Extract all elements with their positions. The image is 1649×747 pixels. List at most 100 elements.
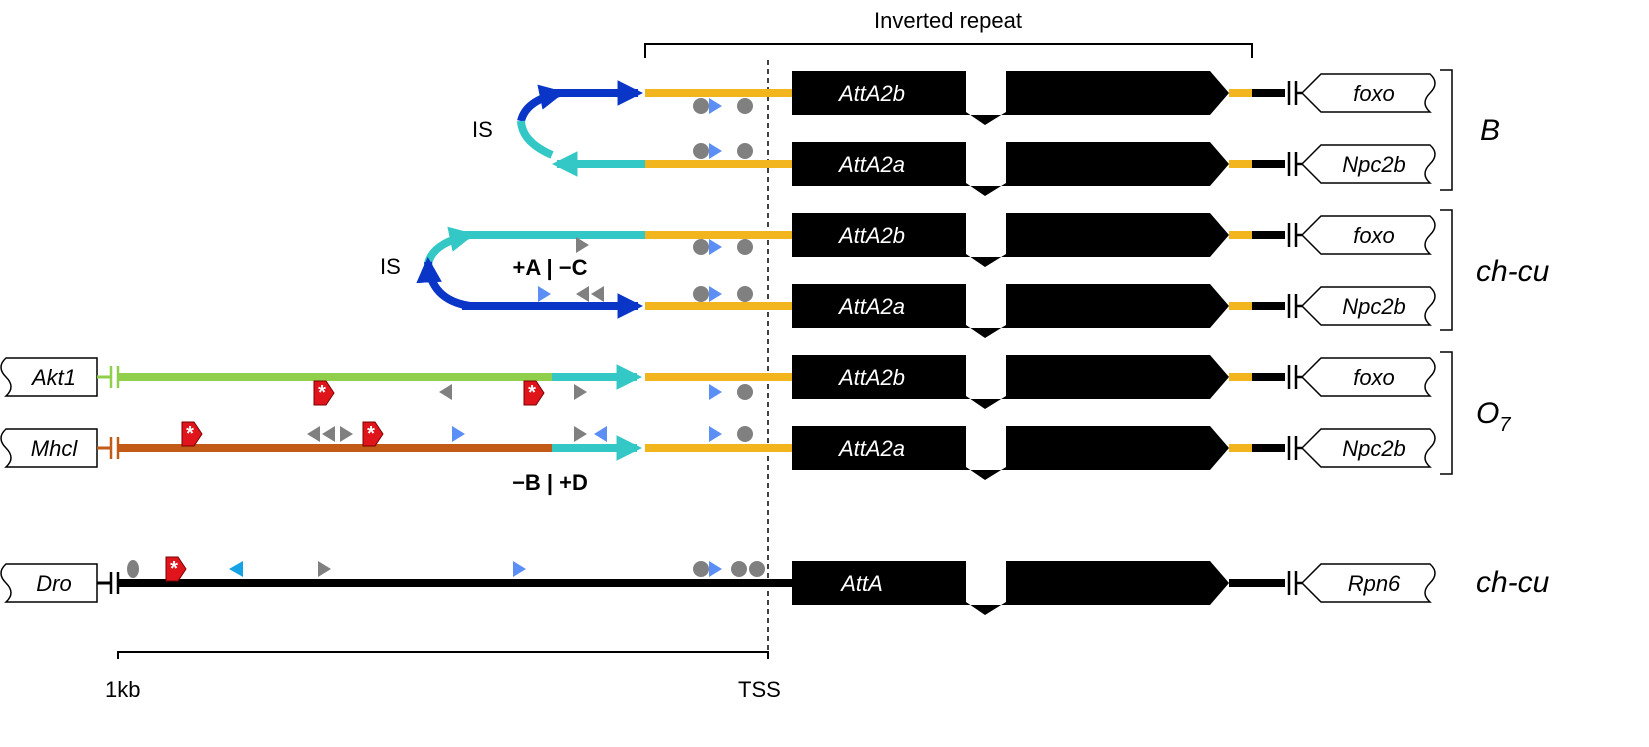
row3-gene-label: AttA2b xyxy=(837,223,905,248)
row5-star-tag-2 xyxy=(523,380,545,406)
row1-flank-label: foxo xyxy=(1353,81,1395,106)
row3-motif-grey-triangle xyxy=(576,237,589,253)
row5-motif-grey-right xyxy=(574,384,587,400)
row1-motif-blue xyxy=(709,98,722,114)
inverted-repeat-bracket xyxy=(644,43,1253,58)
row4-motif-blue-triangle xyxy=(538,286,551,302)
inverted-repeat-label: Inverted repeat xyxy=(874,8,1022,33)
row-7: Dro AttA Rpn6 xyxy=(0,556,1436,615)
group-o7-base: O xyxy=(1476,397,1499,430)
row5-flank-box xyxy=(1300,357,1436,397)
group-o7-label: O7 xyxy=(1476,397,1511,436)
row7-left-flank-label: Dro xyxy=(36,571,71,596)
row-3: AttA2b foxo xyxy=(464,213,1436,267)
row1-motif-grey-2 xyxy=(737,98,753,114)
tss-label: TSS xyxy=(738,677,781,702)
row2-flank-box xyxy=(1300,144,1436,184)
row-5: Akt1 AttA2b foxo xyxy=(0,355,1436,409)
row6-motif-grey-right-2 xyxy=(574,426,587,442)
row5-left-flank-box xyxy=(0,357,98,397)
tag-b-label: −B | +D xyxy=(512,470,588,495)
row4-motif-grey-left xyxy=(576,286,589,302)
row2-motif-grey xyxy=(693,143,709,159)
row7-motif-grey-oval xyxy=(127,560,139,578)
row4-motif-grey-2 xyxy=(737,286,753,302)
row-2: AttA2a Npc2b xyxy=(551,142,1436,196)
row2-motif-blue xyxy=(709,143,722,159)
row5-left-flank-label: Akt1 xyxy=(30,365,76,390)
row6-motif-grey-left-2 xyxy=(322,426,335,442)
group-chcu-bottom-label: ch-cu xyxy=(1476,566,1550,599)
group-o7-bracket xyxy=(1440,351,1453,475)
row-4: AttA2a Npc2b xyxy=(462,284,1436,338)
row5-gene-label: AttA2b xyxy=(837,365,905,390)
row4-flank-box xyxy=(1300,286,1436,326)
row6-star-tag-2 xyxy=(362,421,384,447)
group-b-label: B xyxy=(1480,114,1500,147)
row3-flank-label: foxo xyxy=(1353,223,1395,248)
is-top-dark-arc xyxy=(517,84,566,123)
row5-motif-grey xyxy=(737,384,753,400)
row7-flank-box xyxy=(1300,563,1436,603)
row7-motif-grey-right xyxy=(318,561,331,577)
row4-flank-label: Npc2b xyxy=(1342,294,1406,319)
is-mid-cyan-arc xyxy=(424,226,476,266)
row2-gene-box xyxy=(792,142,1229,196)
row4-motif-grey xyxy=(693,286,709,302)
row1-flank-box xyxy=(1300,73,1436,113)
row5-flank-label: foxo xyxy=(1353,365,1395,390)
row7-gene-box xyxy=(792,561,1229,615)
row6-motif-blue xyxy=(709,426,722,442)
row6-motif-blue-right xyxy=(452,426,465,442)
row4-motif-grey-left-2 xyxy=(591,286,604,302)
row5-motif-blue xyxy=(709,384,722,400)
tag-a-label: +A | −C xyxy=(512,255,587,280)
is-top-label: IS xyxy=(472,117,493,142)
row5-gene-box xyxy=(792,355,1229,409)
row3-motif-grey-2 xyxy=(737,239,753,255)
row4-gene-box xyxy=(792,284,1229,338)
row7-motif-blue-right xyxy=(513,561,526,577)
row7-motif-grey xyxy=(693,561,709,577)
row6-flank-label: Npc2b xyxy=(1342,436,1406,461)
row6-motif-grey-left xyxy=(307,426,320,442)
row6-motif-grey-right xyxy=(340,426,353,442)
row6-star-tag-1 xyxy=(181,421,203,447)
row7-left-flank-box xyxy=(0,563,98,603)
row1-motif-grey xyxy=(693,98,709,114)
row7-motif-cyan-left xyxy=(229,561,243,577)
row7-gene-label: AttA xyxy=(839,571,883,596)
row3-motif-grey xyxy=(693,239,709,255)
group-chcu-bracket xyxy=(1440,209,1453,331)
row6-left-flank-box xyxy=(0,428,98,468)
row6-left-flank-label: Mhcl xyxy=(31,436,79,461)
is-mid-label: IS xyxy=(380,254,401,279)
row1-gene-box xyxy=(792,71,1229,125)
row-6: Mhcl AttA2a Npc2b xyxy=(0,421,1436,480)
row7-flank-label: Rpn6 xyxy=(1348,571,1401,596)
group-o7-sub: 7 xyxy=(1499,414,1511,436)
row7-motif-blue xyxy=(709,561,722,577)
is-mid-dark-arc xyxy=(416,256,471,310)
scale-label: 1kb xyxy=(105,677,140,702)
group-chcu-label: ch-cu xyxy=(1476,255,1550,288)
group-b-bracket xyxy=(1440,69,1453,191)
row2-motif-grey-2 xyxy=(737,143,753,159)
row7-star-tag xyxy=(165,556,187,582)
row6-gene-label: AttA2a xyxy=(837,436,905,461)
scale-bar xyxy=(117,651,769,659)
row-1: AttA2b foxo xyxy=(550,71,1436,125)
row4-motif-blue xyxy=(709,286,722,302)
row3-motif-blue xyxy=(709,239,722,255)
row6-motif-blue-left xyxy=(594,426,607,442)
row3-gene-box xyxy=(792,213,1229,267)
row1-gene-label: AttA2b xyxy=(837,81,905,106)
row7-motif-grey-3 xyxy=(749,561,765,577)
is-top-cyan-arc xyxy=(517,120,554,159)
row7-motif-grey-2 xyxy=(731,561,747,577)
row4-gene-label: AttA2a xyxy=(837,294,905,319)
row3-flank-box xyxy=(1300,215,1436,255)
row2-gene-label: AttA2a xyxy=(837,152,905,177)
